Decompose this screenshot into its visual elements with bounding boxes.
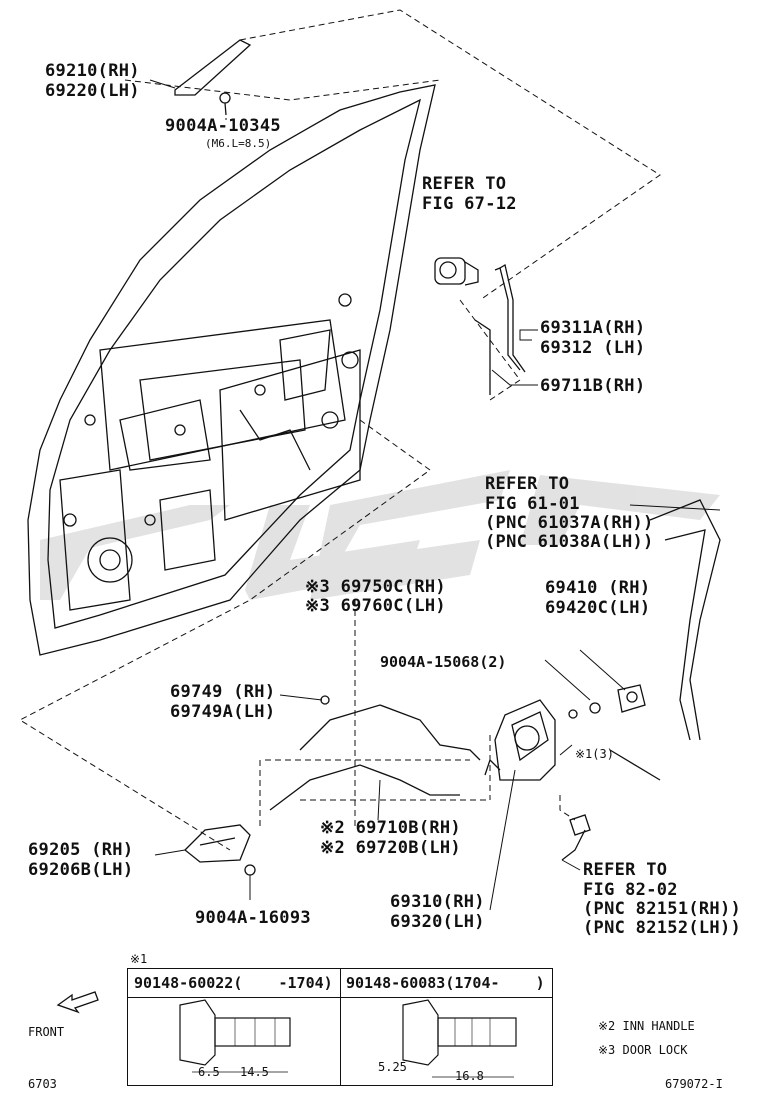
wire-clip <box>561 814 591 861</box>
refer-lock-cylinder-2: FIG 67-12 <box>422 194 517 214</box>
lock-cylinder <box>434 257 479 286</box>
note-table-mark: ※1 <box>130 952 148 966</box>
right-dim-2: 16.8 <box>455 1069 484 1083</box>
inside-handle-rh-label: 69205 (RH) <box>28 840 134 860</box>
left-dim-1: 6.5 <box>198 1065 220 1079</box>
lock-rods <box>474 263 526 395</box>
refer-body-3: (PNC 61037A(RH)) <box>485 513 654 533</box>
refer-body-2: FIG 61-01 <box>485 494 580 514</box>
footer-left: 6703 <box>28 1077 57 1091</box>
cable-clamp-lh-label: 69749A(LH) <box>170 702 276 722</box>
outside-handle-lh-label: 69220(LH) <box>45 81 140 101</box>
note-table <box>127 968 553 1086</box>
legend-door-lock: ※3 DOOR LOCK <box>598 1043 688 1057</box>
striker <box>568 684 646 719</box>
outside-handle-bolt-spec: (M6.L=8.5) <box>205 137 272 150</box>
lock-rod-lh-label: 69312 (LH) <box>540 338 646 358</box>
refer-wire-2: FIG 82-02 <box>583 880 678 900</box>
cable-clamp-rh-label: 69749 (RH) <box>170 682 276 702</box>
outside-handle-rh-label: 69210(RH) <box>45 61 140 81</box>
refer-lock-cylinder-1: REFER TO <box>422 174 507 194</box>
screw-note-label: ※1(3) <box>575 747 614 761</box>
guide-lines <box>18 9 661 851</box>
front-arrow <box>56 991 99 1014</box>
note-table-right-header: 90148-60083(1704- ) <box>346 974 545 992</box>
legend-inn-handle: ※2 INN HANDLE <box>598 1019 695 1033</box>
footer-right: 679072-I <box>665 1077 723 1091</box>
outside-handle-bolt-label: 9004A-10345 <box>165 116 281 136</box>
body-pillar <box>609 499 721 781</box>
lock-rod-b-label: 69711B(RH) <box>540 376 646 396</box>
outside-handle <box>174 39 252 116</box>
lock-assembly-lh-label: 69320(LH) <box>390 912 485 932</box>
inside-handle <box>184 824 256 876</box>
door-lock-cable-rh-label: ※3 69750C(RH) <box>305 577 446 597</box>
lock-rod-rh-label: 69311A(RH) <box>540 318 646 338</box>
left-dim-2: 14.5 <box>240 1065 269 1079</box>
note-table-left-header: 90148-60022( -1704) <box>134 974 333 992</box>
door-panel <box>27 84 436 656</box>
striker-screw-label: 9004A-15068(2) <box>380 653 507 671</box>
door-lock-cable-lh-label: ※3 69760C(LH) <box>305 596 446 616</box>
striker-rh-label: 69410 (RH) <box>545 578 651 598</box>
inside-handle-lh-label: 69206B(LH) <box>28 860 134 880</box>
inside-handle-cable-lh-label: ※2 69720B(LH) <box>320 838 461 858</box>
door-lock-assembly <box>484 699 556 781</box>
refer-body-4: (PNC 61038A(LH)) <box>485 532 654 552</box>
right-dim-1: 5.25 <box>378 1060 407 1074</box>
note-table-drawings <box>179 999 517 1078</box>
inside-handle-screw-label: 9004A-16093 <box>195 908 311 928</box>
front-label: FRONT <box>28 1025 65 1039</box>
lock-assembly-rh-label: 69310(RH) <box>390 892 485 912</box>
refer-wire-3: (PNC 82151(RH)) <box>583 899 742 919</box>
leader-lines <box>149 79 721 911</box>
watermark <box>40 470 720 600</box>
inside-handle-cable-rh-label: ※2 69710B(RH) <box>320 818 461 838</box>
refer-wire-1: REFER TO <box>583 860 668 880</box>
refer-wire-4: (PNC 82152(LH)) <box>583 918 742 938</box>
striker-lh-label: 69420C(LH) <box>545 598 651 618</box>
refer-body-1: REFER TO <box>485 474 570 494</box>
cables <box>269 695 481 811</box>
note-table-divider <box>340 969 341 1085</box>
